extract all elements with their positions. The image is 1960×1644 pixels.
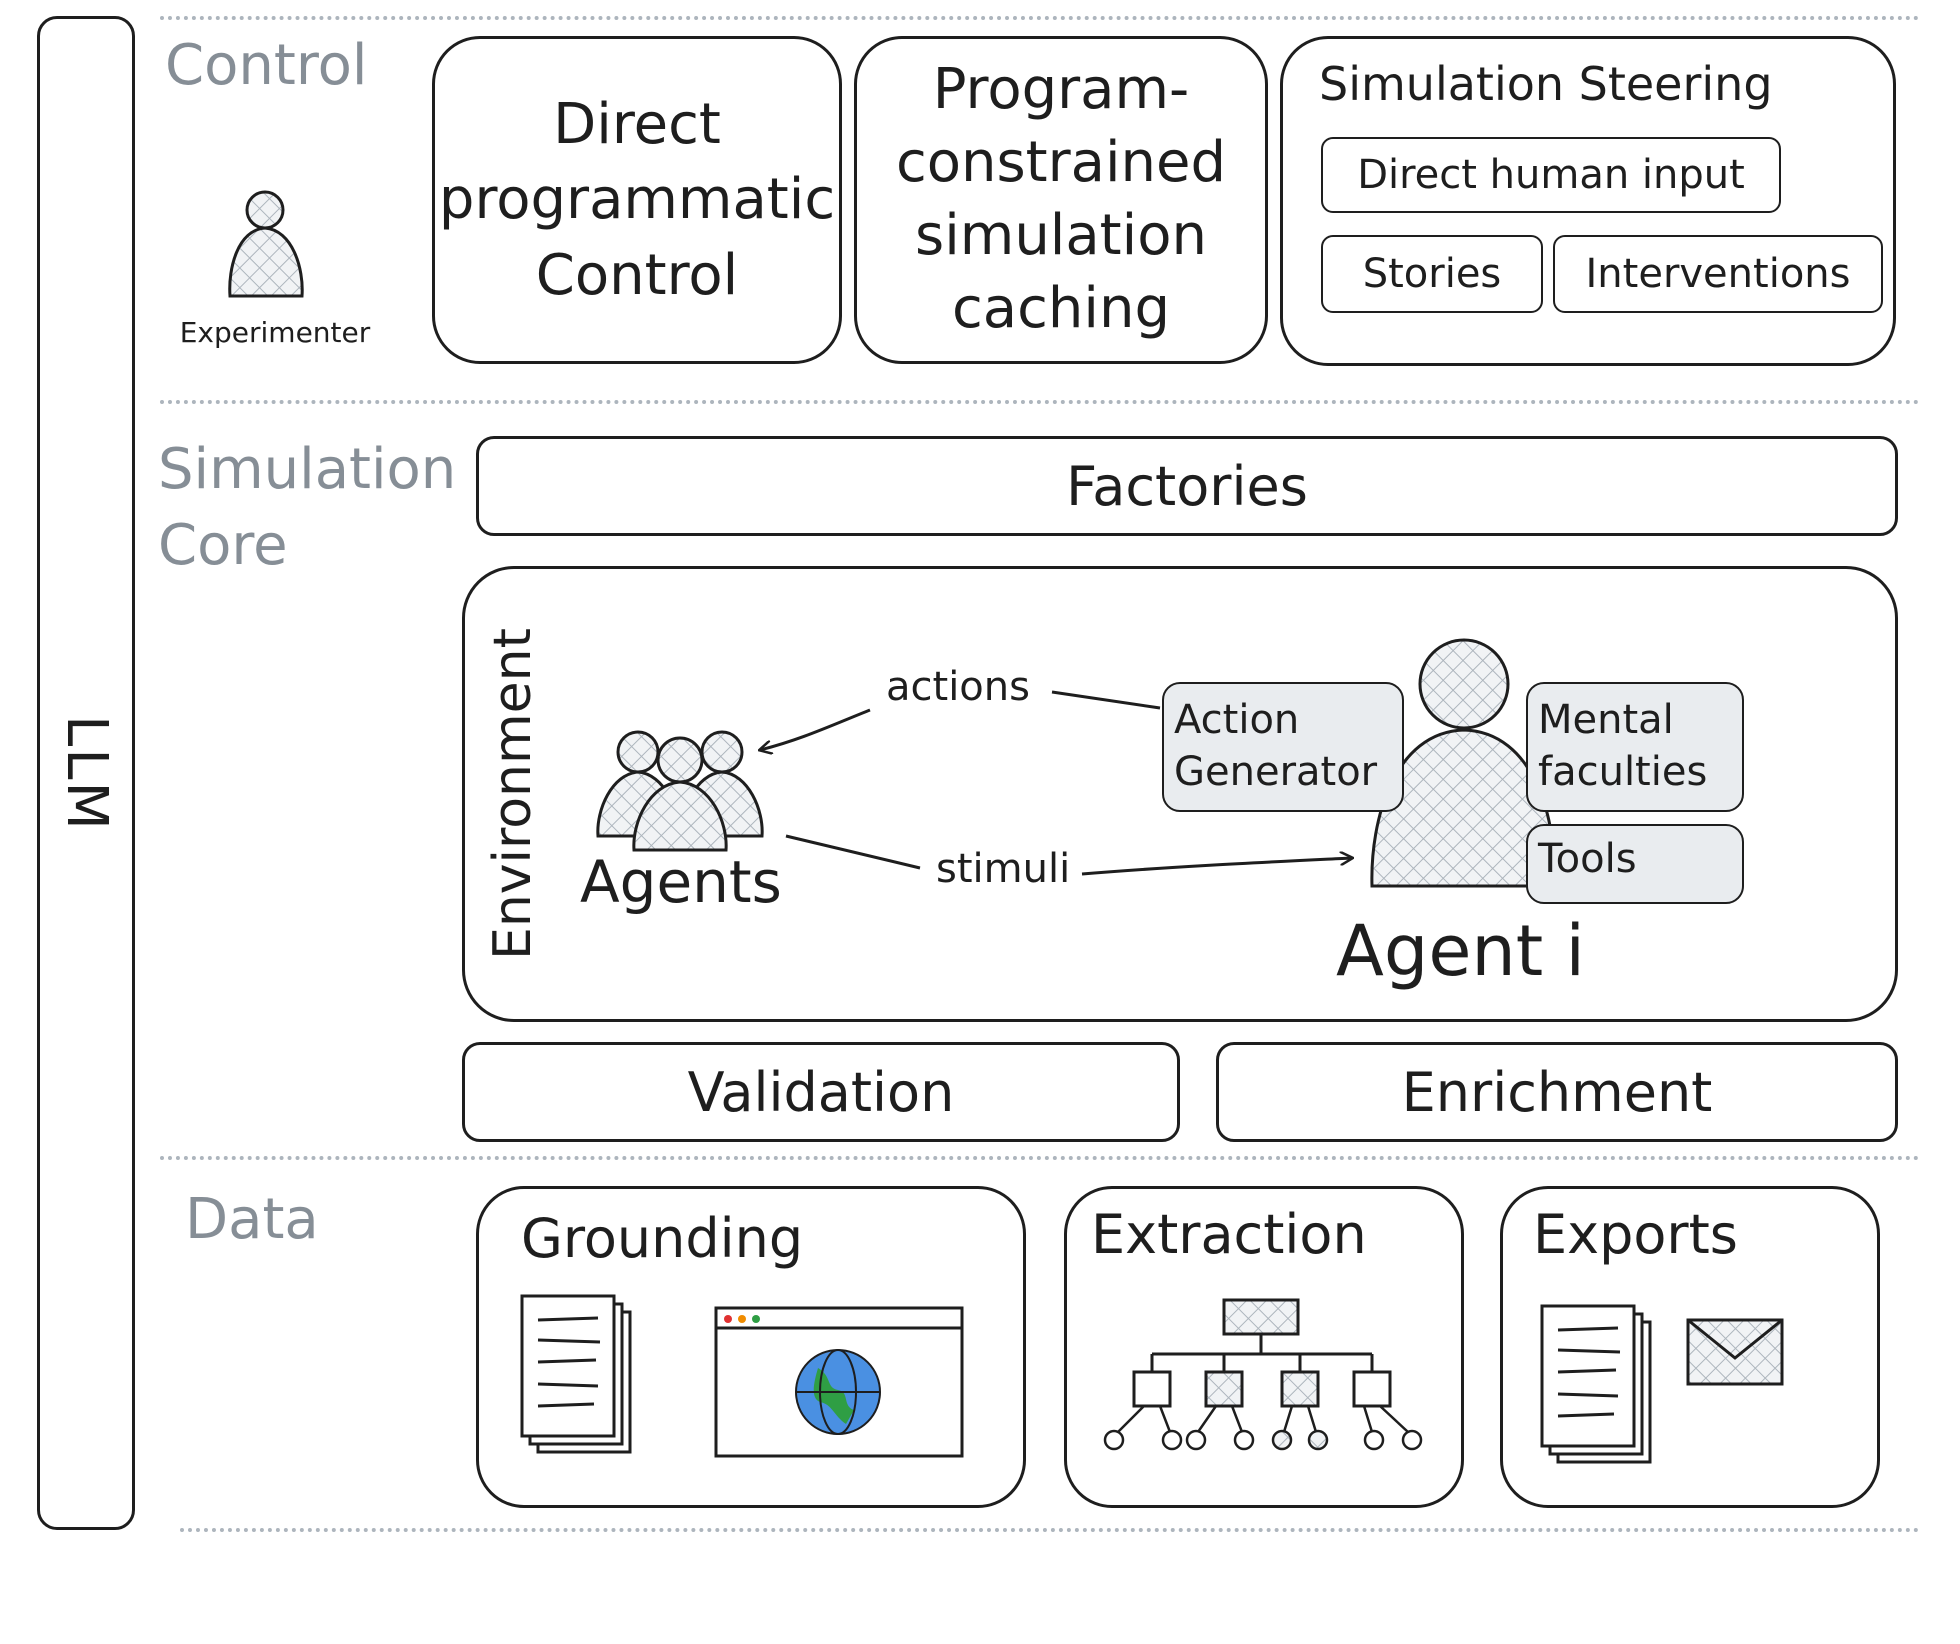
- divider-core-data: [160, 1156, 1920, 1160]
- enrichment-box: Enrichment: [1216, 1042, 1898, 1142]
- agents-group-icon: [596, 730, 764, 852]
- mental-faculties-module: Mental faculties: [1526, 682, 1744, 812]
- action-generator-line-1: Action: [1174, 697, 1300, 743]
- extraction-label: Extraction: [1091, 1203, 1367, 1266]
- caching-line-1: Program-: [932, 57, 1190, 123]
- caching-line-4: caching: [952, 275, 1170, 341]
- experimenter-icon: [228, 190, 304, 298]
- browser-globe-icon: [714, 1306, 964, 1458]
- steering-interventions: Interventions: [1553, 235, 1883, 313]
- documents-stack-icon: [520, 1294, 632, 1454]
- extraction-box: Extraction: [1064, 1186, 1464, 1508]
- direct-programmatic-control-box: Direct programmatic Control: [432, 36, 842, 364]
- actions-arrow-tail: [1051, 690, 1161, 710]
- actions-arrow: [760, 708, 871, 750]
- divider-top: [160, 16, 1920, 20]
- tools-module: Tools: [1526, 824, 1744, 904]
- section-simulation-core-label-1: Simulation: [158, 437, 457, 502]
- factories-box: Factories: [476, 436, 1898, 536]
- divider-control-core: [160, 400, 1920, 404]
- agents-label: Agents: [580, 848, 782, 916]
- agent-i-icon: [1370, 638, 1556, 888]
- section-data-label: Data: [185, 1187, 319, 1252]
- action-generator-module: Action Generator: [1162, 682, 1404, 812]
- stimuli-arrow-tail: [785, 834, 921, 870]
- steering-direct-human-input: Direct human input: [1321, 137, 1781, 213]
- steering-title: Simulation Steering: [1319, 57, 1773, 111]
- experimenter-label: Experimenter: [179, 316, 371, 349]
- grounding-label: Grounding: [521, 1207, 804, 1270]
- mental-faculties-line-2: faculties: [1538, 749, 1708, 795]
- direct-control-line-1: Direct: [553, 91, 721, 157]
- section-simulation-core-label-2: Core: [158, 513, 288, 578]
- direct-control-line-3: Control: [535, 242, 739, 308]
- action-generator-line-2: Generator: [1174, 749, 1378, 795]
- caching-line-2: constrained: [895, 130, 1227, 196]
- stimuli-label: stimuli: [932, 846, 1075, 892]
- simulation-caching-box: Program- constrained simulation caching: [854, 36, 1268, 364]
- stimuli-arrow: [1081, 858, 1352, 876]
- actions-label: actions: [882, 664, 1034, 710]
- exported-documents-icon: [1540, 1304, 1652, 1464]
- section-control-label: Control: [165, 33, 368, 98]
- validation-box: Validation: [462, 1042, 1180, 1142]
- agent-i-label: Agent i: [1336, 910, 1585, 992]
- steering-stories: Stories: [1321, 235, 1543, 313]
- exports-label: Exports: [1533, 1203, 1738, 1266]
- caching-line-3: simulation: [915, 203, 1207, 268]
- simulation-steering-box: Simulation Steering Direct human input S…: [1280, 36, 1896, 366]
- llm-bar: LLM: [37, 16, 135, 1530]
- hierarchy-tree-icon: [1103, 1298, 1423, 1451]
- envelope-icon: [1686, 1318, 1784, 1386]
- divider-bottom: [180, 1528, 1920, 1532]
- mental-faculties-line-1: Mental: [1538, 697, 1674, 743]
- direct-control-line-2: programmatic: [438, 167, 836, 233]
